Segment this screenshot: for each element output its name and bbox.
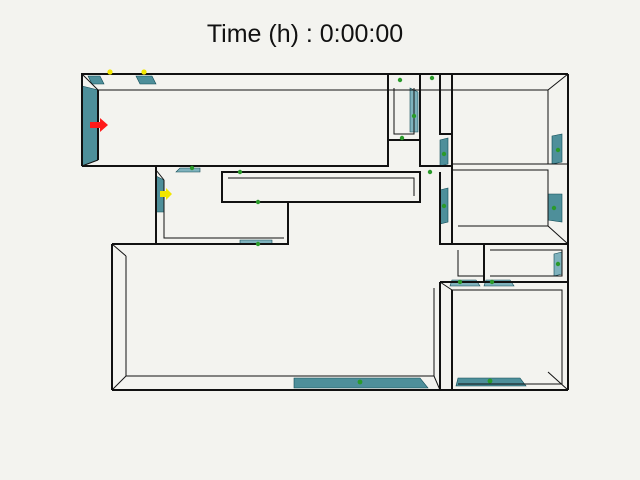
agent-arrow-icon xyxy=(160,188,172,200)
sensor-dot-icon xyxy=(441,203,447,209)
sensor-dot-icon xyxy=(427,169,433,175)
agent-arrow-icon xyxy=(90,118,108,132)
sensor-dot-icon xyxy=(189,165,195,171)
door-panel-icon xyxy=(87,75,105,85)
sensor-dot-icon xyxy=(237,169,243,175)
sensor-dot-icon xyxy=(441,151,447,157)
sensor-dot-icon xyxy=(551,205,557,211)
door-panels xyxy=(81,75,563,389)
sensor-dot-icon xyxy=(429,75,435,81)
sensor-dot-icon xyxy=(399,135,405,141)
door-panel-icon xyxy=(175,167,201,173)
sensors xyxy=(189,75,561,385)
sensor-dot-icon xyxy=(255,241,261,247)
agents xyxy=(90,69,172,200)
sensor-dot-icon xyxy=(255,199,261,205)
sensor-dot-icon xyxy=(555,147,561,153)
sensor-dot-icon xyxy=(457,279,463,285)
time-counter: Time (h) : 0:00:00 xyxy=(206,20,404,48)
sensor-dot-icon xyxy=(411,113,417,119)
outer-walls xyxy=(81,73,569,391)
sensor-dot-icon xyxy=(487,378,493,384)
door-panel-icon xyxy=(135,75,157,85)
sensor-dot-icon xyxy=(555,261,561,267)
sensor-dot-icon xyxy=(489,279,495,285)
inner-walls xyxy=(81,73,569,391)
agent-dot-icon xyxy=(107,69,113,75)
agent-dot-icon xyxy=(141,69,147,75)
sensor-dot-icon xyxy=(397,77,403,83)
sensor-dot-icon xyxy=(357,379,363,385)
